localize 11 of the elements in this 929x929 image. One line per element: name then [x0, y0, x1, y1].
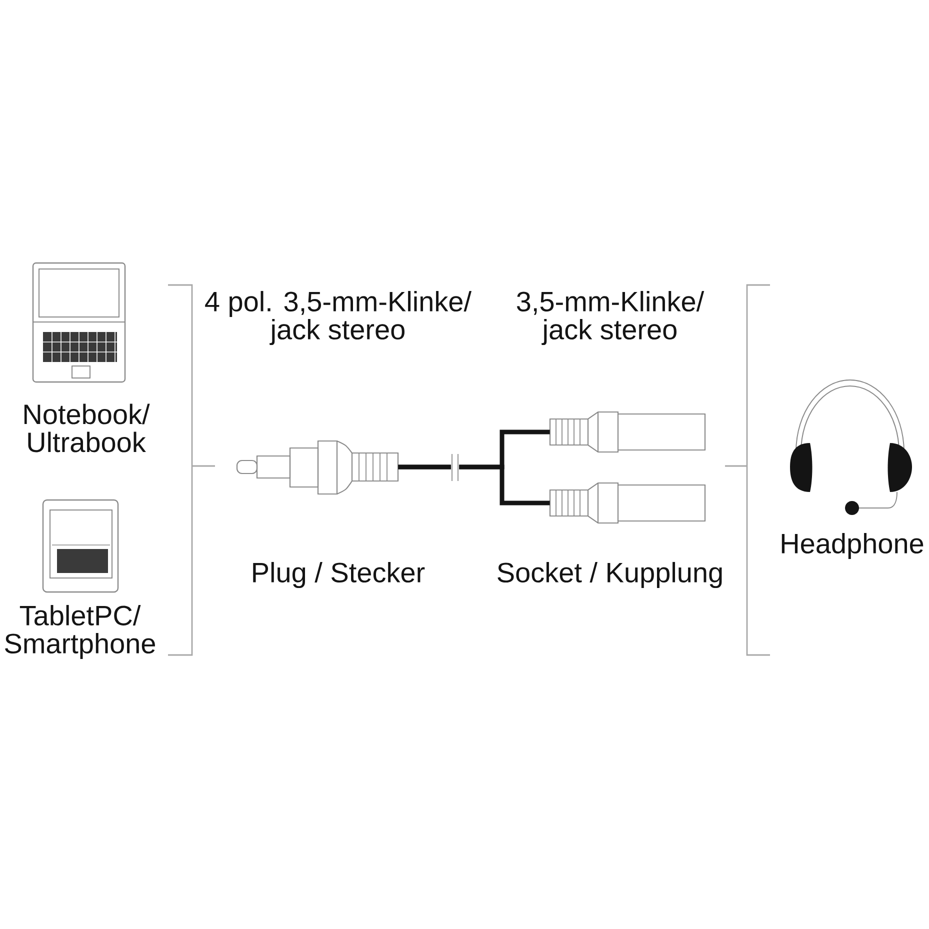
device-label: Headphone — [782, 532, 924, 560]
socket-drawing — [549, 411, 706, 453]
caption: Socket / Kupplung — [498, 562, 722, 588]
caption: 4 pol. 3,5-mm-Klinke/ jack stereo — [205, 290, 472, 346]
caption: Plug / Stecker — [253, 562, 425, 588]
cable — [398, 464, 550, 506]
socket-drawing — [549, 482, 706, 524]
caption: 3,5-mm-Klinke/ jack stereo — [516, 290, 704, 346]
plug-drawing — [236, 440, 399, 495]
device-label: TabletPC/ Smartphone — [5, 604, 155, 660]
device-label: Notebook/ Ultrabook — [24, 404, 150, 452]
